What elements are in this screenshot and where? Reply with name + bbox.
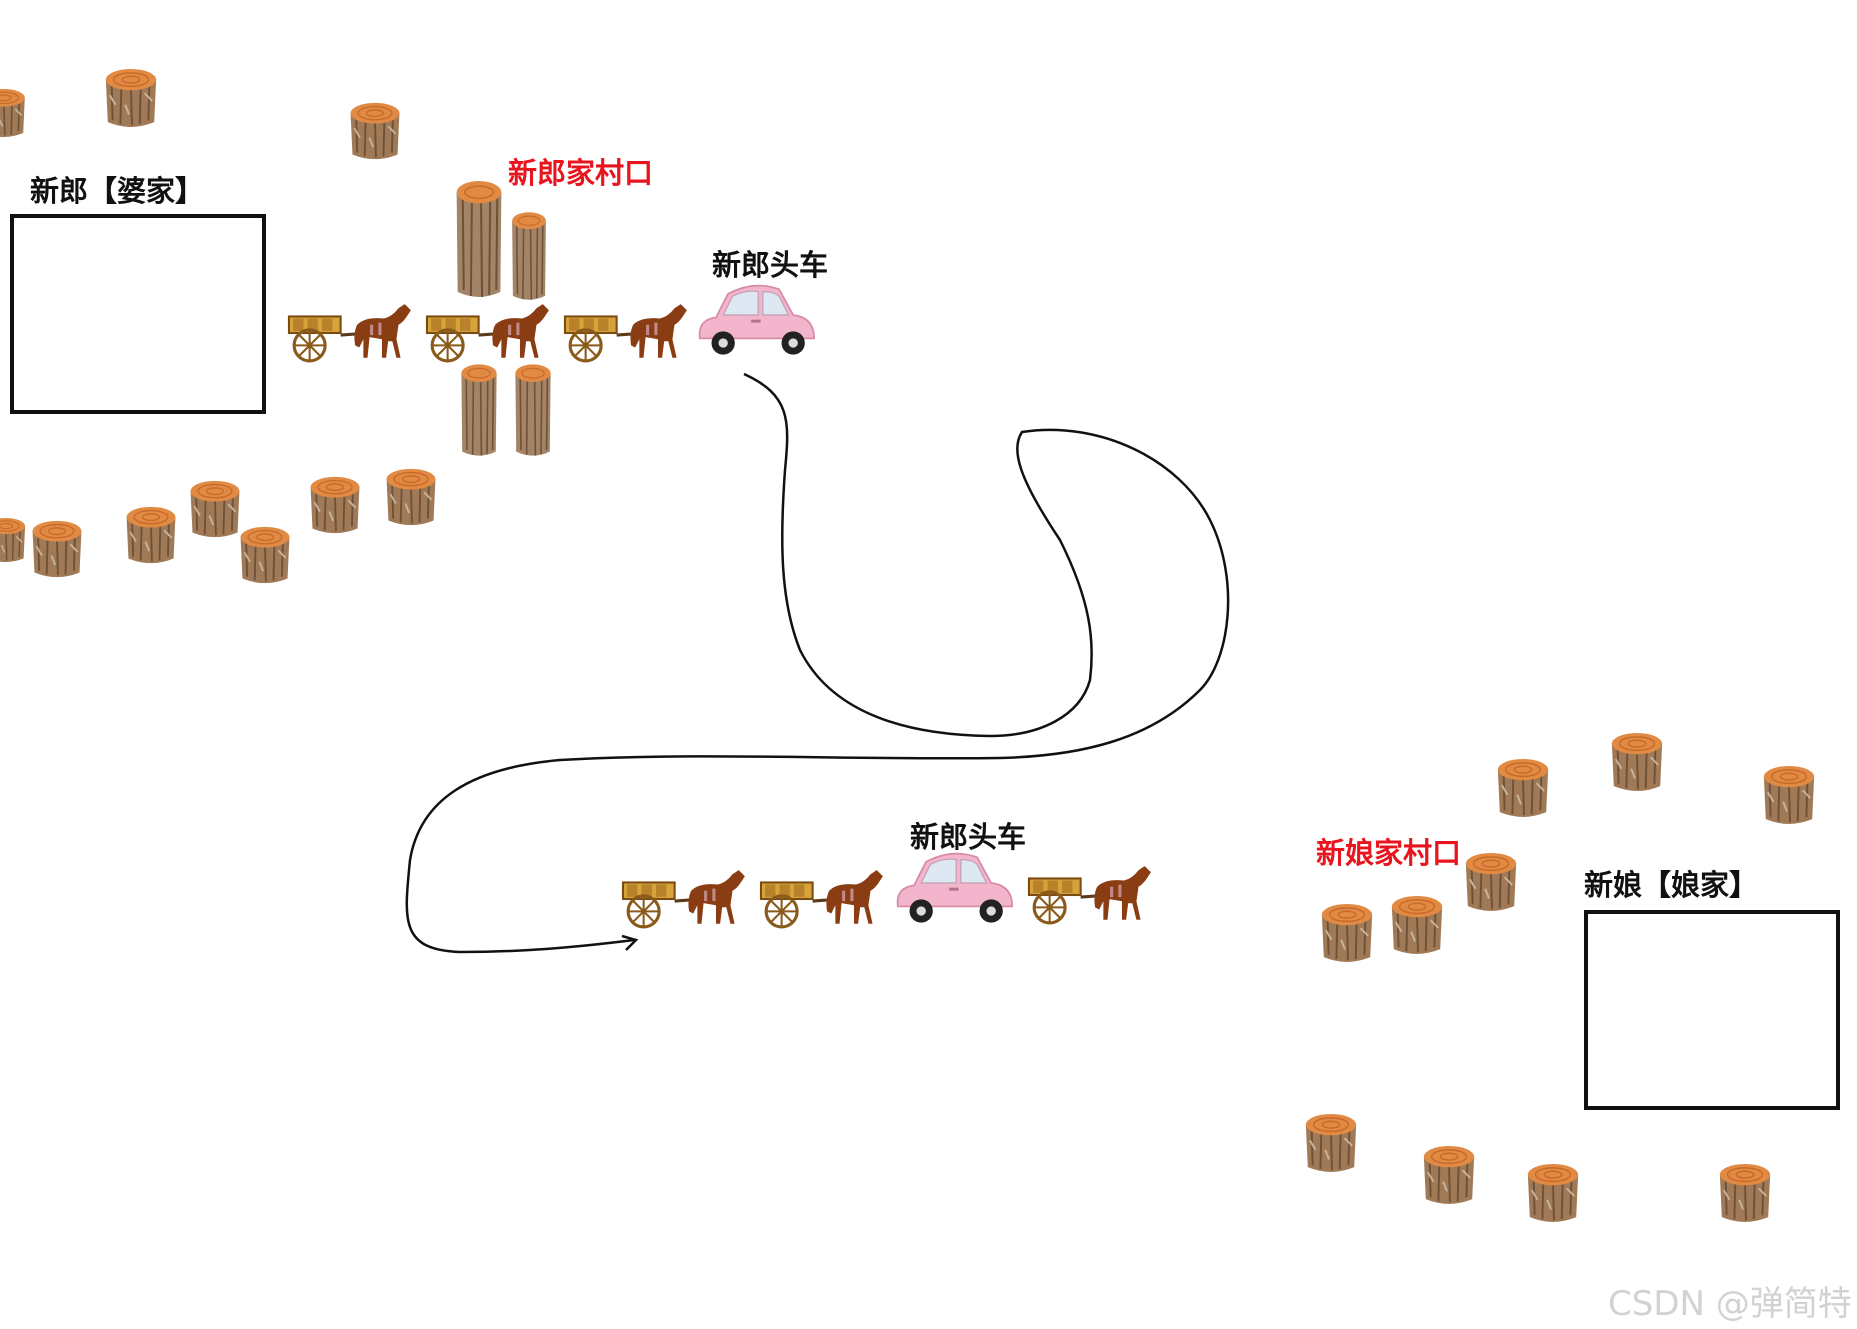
tree-stump-icon xyxy=(461,364,496,455)
horse-cart-icon xyxy=(761,870,883,927)
tree-stump-icon xyxy=(515,364,550,455)
horse-cart-icon xyxy=(427,304,549,361)
tree-stump-icon xyxy=(1528,1164,1578,1222)
tree-stump-icon xyxy=(1498,759,1548,817)
tree-stump-icon xyxy=(1466,853,1516,911)
lead-car-label-bottom: 新郎头车 xyxy=(910,814,1026,856)
tree-stump-icon xyxy=(1306,1114,1356,1172)
tree-stump-icon xyxy=(0,518,25,562)
groom-village-gate-label: 新郎家村口 xyxy=(508,150,653,192)
tree-stump-icon xyxy=(106,69,156,127)
tree-stump-icon xyxy=(33,521,82,577)
tree-stump-icon xyxy=(0,89,25,137)
watermark: CSDN @弹简特 xyxy=(1608,1276,1852,1325)
pink-car-icon xyxy=(700,286,815,355)
tree-stump-icon xyxy=(311,477,360,533)
tree-stump-icon xyxy=(387,469,436,525)
bride-home-label: 新娘【娘家】 xyxy=(1584,862,1758,904)
tree-stump-icon xyxy=(1392,896,1442,954)
tree-stump-icon xyxy=(1764,766,1814,824)
tree-stump-icon xyxy=(512,212,546,299)
horse-cart-icon xyxy=(1029,866,1151,923)
tree-stump-icon xyxy=(1322,904,1372,962)
tree-stump-icon xyxy=(1612,733,1662,791)
route-arrow-head xyxy=(622,936,636,950)
tree-stump-icon xyxy=(1424,1146,1474,1204)
route-path xyxy=(407,374,1228,952)
horse-cart-icon xyxy=(565,304,687,361)
bride-village-gate-label: 新娘家村口 xyxy=(1316,830,1461,872)
tree-stump-icon xyxy=(457,181,502,297)
horse-cart-icon xyxy=(289,304,411,361)
bride-house-box xyxy=(1584,910,1840,1110)
tree-stump-icon xyxy=(241,527,290,583)
horse-cart-icon xyxy=(623,870,745,927)
groom-house-box xyxy=(10,214,266,414)
pink-car-icon xyxy=(898,854,1013,923)
tree-stump-icon xyxy=(127,507,176,563)
groom-home-label: 新郎【婆家】 xyxy=(30,168,204,210)
tree-stump-icon xyxy=(351,103,400,159)
lead-car-label-top: 新郎头车 xyxy=(712,242,828,284)
tree-stump-icon xyxy=(191,481,240,537)
tree-stump-icon xyxy=(1720,1164,1770,1222)
